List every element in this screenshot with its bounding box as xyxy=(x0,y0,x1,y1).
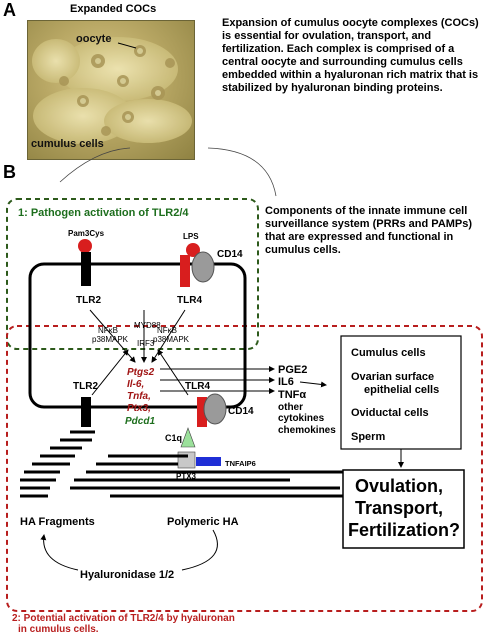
cd14-top-label: CD14 xyxy=(217,249,243,260)
panel-a-description: Expansion of cumulus oocyte complexes (C… xyxy=(222,17,479,94)
p38-left-label: p38MAPK xyxy=(92,335,129,344)
tlr2-bottom-label: TLR2 xyxy=(73,381,98,392)
ptx3-protein xyxy=(177,451,196,469)
hyaluronidase-label: Hyaluronidase 1/2 xyxy=(80,569,174,581)
cell-oviductal: Oviductal cells xyxy=(351,407,429,419)
myd88-label: MYD88 xyxy=(134,321,161,330)
cd14-bottom-receptor xyxy=(203,393,227,425)
gene-il6: Il-6, xyxy=(127,379,144,390)
cell-ovarian-2: epithelial cells xyxy=(364,384,439,396)
cell-cumulus: Cumulus cells xyxy=(351,347,426,359)
hyaluronan-box-title-2: in cumulus cells. xyxy=(18,624,99,632)
output-il6: IL6 xyxy=(278,376,294,388)
output-cytokines: cytokines xyxy=(278,413,325,424)
pam3cys-label: Pam3Cys xyxy=(68,229,105,238)
output-other: other xyxy=(278,402,303,413)
gene-list: Ptgs2 Il-6, Tnfa, Ptx3, Pdcd1 xyxy=(125,367,155,427)
cell-sperm: Sperm xyxy=(351,431,385,443)
gene-ptgs2: Ptgs2 xyxy=(127,367,155,378)
cd14-top-receptor xyxy=(191,251,215,283)
callout-arc-right xyxy=(207,147,277,197)
panel-b-letter: B xyxy=(3,162,16,182)
callout-arc-left xyxy=(59,147,131,183)
pam3cys-ligand xyxy=(78,239,92,253)
tlr4-bottom-receptor xyxy=(197,397,207,427)
hyaluronan-box-title-1: 2: Potential activation of TLR2/4 by hya… xyxy=(12,613,235,624)
tlr4-top-label: TLR4 xyxy=(177,295,202,306)
coc-micrograph-texture xyxy=(32,37,192,144)
outcome-fertilization: Fertilization? xyxy=(348,520,460,540)
output-tnfa: TNFα xyxy=(278,389,306,401)
tnfaip6-protein xyxy=(196,457,221,466)
components-description: Components of the innate immune cell sur… xyxy=(265,205,473,256)
lps-label: LPS xyxy=(183,232,199,241)
c1q-label: C1q xyxy=(165,433,182,443)
outcome-transport: Transport, xyxy=(355,498,443,518)
cells-list: Cumulus cells Ovarian surface epithelial… xyxy=(351,347,439,443)
output-list: PGE2 IL6 TNFα other cytokines chemokines xyxy=(278,364,336,436)
cell-ovarian-1: Ovarian surface xyxy=(351,371,434,383)
gene-tnfa: Tnfa, xyxy=(127,391,151,402)
nfkb-right-label: NFκB xyxy=(157,326,177,335)
tlr2-top-label: TLR2 xyxy=(76,295,101,306)
coc-micrograph xyxy=(27,20,195,160)
irf3-label: IRF3 xyxy=(137,339,155,348)
pathogen-activation-box xyxy=(6,198,259,350)
photo-title: Expanded COCs xyxy=(70,3,157,15)
tlr2-top-receptor xyxy=(81,252,91,286)
outcome-box xyxy=(342,469,465,549)
cumulus-cell-outline xyxy=(28,262,247,409)
outcome-ovulation: Ovulation, xyxy=(355,476,443,496)
p38-right-label: p38MAPK xyxy=(153,335,190,344)
ha-fragments-label: HA Fragments xyxy=(20,516,95,528)
tnfaip6-label: TNFAIP6 xyxy=(225,459,256,468)
ha-fragments xyxy=(20,430,95,498)
pathogen-box-title: 1: Pathogen activation of TLR2/4 xyxy=(18,207,189,219)
outcome-text: Ovulation, Transport, Fertilization? xyxy=(348,476,460,540)
output-chemokines: chemokines xyxy=(278,425,336,436)
lps-ligand xyxy=(186,243,200,257)
ptx3-label: PTX3 xyxy=(176,472,197,481)
cd14-bottom-label: CD14 xyxy=(228,406,254,417)
oocyte-label: oocyte xyxy=(76,33,112,45)
cumulus-label: cumulus cells xyxy=(31,138,104,150)
tlr4-bottom-label: TLR4 xyxy=(185,381,210,392)
polymeric-ha xyxy=(70,454,352,498)
c1q-protein xyxy=(180,427,196,448)
gene-pdcd1: Pdcd1 xyxy=(125,416,155,427)
polymeric-ha-label: Polymeric HA xyxy=(167,516,239,528)
panel-a-letter: A xyxy=(3,0,16,20)
output-pge2: PGE2 xyxy=(278,364,307,376)
gene-ptx3: Ptx3, xyxy=(127,403,151,414)
tlr2-bottom-receptor xyxy=(81,397,91,427)
tlr4-top-receptor xyxy=(180,255,190,287)
